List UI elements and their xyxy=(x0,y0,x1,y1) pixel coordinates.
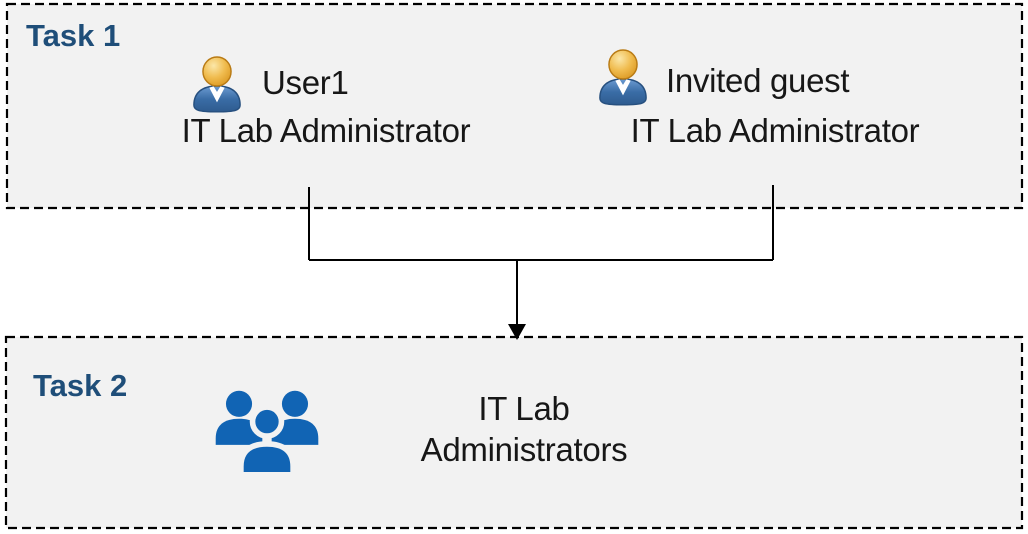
group-name: IT Lab Administrators xyxy=(374,388,674,470)
user1-name: User1 xyxy=(262,64,349,101)
arrowhead-down-icon xyxy=(508,324,526,340)
task1-box xyxy=(5,2,1024,210)
guest-role: IT Lab Administrator xyxy=(630,112,920,149)
person-icon xyxy=(188,55,246,117)
user1-role: IT Lab Administrator xyxy=(181,112,471,149)
people-group-icon xyxy=(211,388,323,485)
task2-box xyxy=(4,335,1024,530)
group-name-line2: Administrators xyxy=(420,431,628,468)
task2-label: Task 2 xyxy=(33,368,128,403)
person-icon xyxy=(594,48,652,110)
guest-name: Invited guest xyxy=(666,62,850,99)
task1-label: Task 1 xyxy=(26,18,121,53)
connector-lines xyxy=(308,185,774,327)
group-name-line1: IT Lab xyxy=(478,390,570,427)
